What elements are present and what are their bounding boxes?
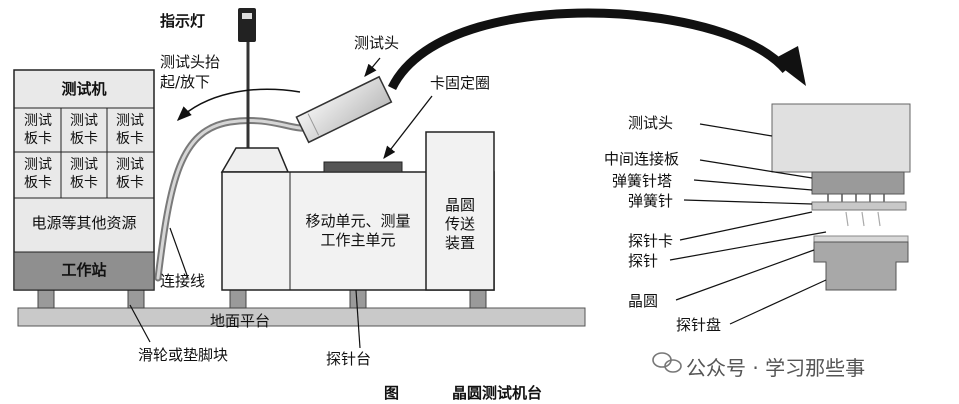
cable-label: 连接线: [160, 272, 206, 290]
foot-5: [469, 289, 487, 309]
detail-probe-head-label: 测试头: [628, 114, 674, 132]
probe-lift-label: 测试头抬起/放下: [160, 53, 221, 91]
board-card-6: 测试板卡: [116, 157, 144, 191]
board-card-2: 测试板卡: [70, 113, 98, 147]
interface-board-label: 中间连接板: [604, 150, 680, 168]
foot-4: [349, 289, 367, 309]
detail-probe-head: [771, 103, 911, 173]
probe-head-tilted: [295, 75, 393, 144]
tester-label: 测试机: [61, 80, 107, 98]
lift-arrow: [176, 88, 301, 122]
probe-card-label: 探针卡: [628, 232, 674, 250]
wafer-transfer-box: [425, 131, 495, 291]
board-card-5: 测试板卡: [70, 157, 98, 191]
indicator-label: 指示灯: [160, 12, 206, 30]
caption-prefix: 图: [384, 384, 400, 402]
detail-pogo-tower-plate: [811, 201, 907, 211]
probe-head-top-label: 测试头: [354, 34, 400, 52]
board-card-3: 测试板卡: [116, 113, 144, 147]
workstation-label: 工作站: [61, 261, 107, 279]
card-holder-plate: [323, 161, 403, 173]
detail-interface-board: [811, 171, 905, 195]
chuck-label: 探针盘: [676, 316, 722, 334]
detail-chuck: [813, 241, 909, 291]
board-card-1: 测试板卡: [24, 113, 52, 147]
pogo-pin-label: 弹簧针: [628, 192, 674, 210]
workstation-bar: [13, 251, 155, 291]
prober-label: 探针台: [326, 350, 372, 368]
board-card-4: 测试板卡: [24, 157, 52, 191]
detail-wafer: [813, 235, 909, 243]
foot-3: [229, 289, 247, 309]
power-label: 电源等其他资源: [31, 214, 137, 232]
probe-label: 探针: [628, 252, 659, 270]
caption-title: 晶圆测试机台: [452, 384, 543, 402]
wafer-transfer-label: 晶圆传送装置: [444, 196, 475, 252]
watermark-text: 公众号 · 学习那些事: [686, 356, 866, 380]
wafer-label: 晶圆: [628, 292, 659, 310]
detail-pogo-pins: [827, 194, 885, 202]
pogo-tower-label: 弹簧针塔: [612, 172, 673, 190]
foot-1: [37, 289, 55, 309]
wechat-icon: [652, 352, 682, 373]
detail-probes: [845, 211, 881, 227]
fixing-ring-label: 卡固定圈: [430, 74, 491, 92]
move-unit-label: 移动单元、测量工作主单元: [305, 212, 411, 249]
floor-label: 地面平台: [210, 312, 271, 330]
detail-arc-arrow: [387, 8, 790, 91]
prober-top-cap: [220, 147, 290, 173]
wheels-label: 滑轮或垫脚块: [138, 346, 229, 364]
floor-platform: [17, 307, 586, 327]
